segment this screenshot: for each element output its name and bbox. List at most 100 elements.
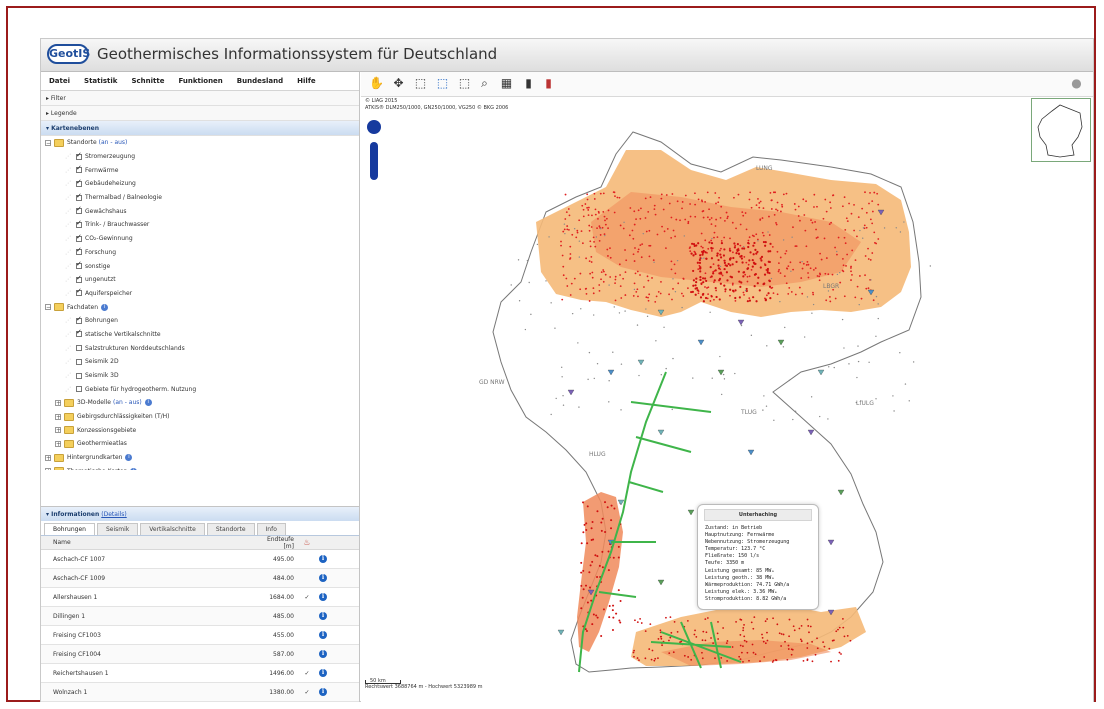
tree-item-standort[interactable]: ⋰Fernwärme — [41, 163, 359, 177]
site-marker-icon[interactable] — [617, 499, 625, 506]
site-marker-icon[interactable] — [637, 359, 645, 366]
filter-panel-header[interactable]: ▸ Filter — [41, 91, 359, 106]
info-icon[interactable]: i — [319, 631, 327, 639]
column-depth[interactable]: Endteufe [m] — [266, 535, 294, 550]
info-icon[interactable]: i — [319, 688, 327, 696]
tree-item-fachdaten[interactable]: ⋰Seismik 2D — [41, 355, 359, 369]
site-marker-icon[interactable] — [657, 429, 665, 436]
layers-panel-header[interactable]: ▾ Kartenebenen — [41, 121, 359, 136]
tree-item-fachdaten[interactable]: ⋰Seismik 3D — [41, 369, 359, 383]
menu-statistik[interactable]: Statistik — [84, 77, 118, 85]
checkbox[interactable] — [76, 151, 82, 160]
collapse-icon[interactable]: − — [45, 304, 52, 312]
site-marker-icon[interactable] — [657, 309, 665, 316]
tree-item-standort[interactable]: ⋰Thermalbad / Balneologie — [41, 191, 359, 205]
checkbox[interactable] — [76, 246, 82, 256]
checkbox[interactable] — [76, 315, 82, 324]
expand-icon[interactable]: + — [55, 440, 62, 448]
tree-node-group[interactable]: +Geothermieatlas — [41, 437, 359, 451]
site-marker-icon[interactable] — [697, 339, 705, 346]
info-select-icon[interactable]: ⬚ — [436, 76, 449, 90]
site-marker-icon[interactable] — [687, 509, 695, 516]
menu-bundesland[interactable]: Bundesland — [236, 77, 284, 85]
site-marker-icon[interactable] — [587, 589, 595, 596]
info-panel-header[interactable]: ▾ Informationen (Details) — [41, 507, 359, 521]
site-marker-icon[interactable] — [817, 369, 825, 376]
info-icon[interactable]: i — [319, 593, 327, 601]
standorte-toggle-link[interactable]: (an - aus) — [98, 139, 128, 147]
move-arrows-icon[interactable]: ✥ — [393, 76, 404, 90]
info-icon[interactable]: i — [319, 555, 327, 563]
select-rect-icon[interactable]: ⬚ — [414, 76, 427, 90]
expand-icon[interactable]: + — [45, 468, 51, 470]
site-marker-icon[interactable] — [747, 449, 755, 456]
tree-node-standorte[interactable]: − Standorte(an - aus) — [45, 138, 128, 147]
checkbox[interactable] — [76, 205, 82, 215]
menu-funktionen[interactable]: Funktionen — [178, 77, 223, 85]
column-name[interactable]: Name — [53, 539, 71, 546]
tree-item-fachdaten[interactable]: ⋰Gebiete für hydrogeotherm. Nutzung — [41, 382, 359, 396]
checkbox[interactable] — [76, 328, 82, 338]
tab-seismik[interactable]: Seismik — [96, 523, 139, 535]
checkbox[interactable] — [76, 345, 82, 352]
site-marker-icon[interactable] — [557, 629, 565, 636]
tree-item-standort[interactable]: ⋰Gebäudeheizung — [41, 177, 359, 191]
tree-item-standort[interactable]: ⋰Trink- / Brauchwasser — [41, 218, 359, 232]
checkbox[interactable] — [76, 287, 82, 297]
site-marker-icon[interactable] — [827, 609, 835, 616]
info-icon[interactable]: i — [319, 669, 327, 677]
tab-vertikalschnitte[interactable]: Vertikalschnitte — [140, 523, 205, 535]
menu-hilfe[interactable]: Hilfe — [297, 77, 316, 85]
site-marker-icon[interactable] — [777, 339, 785, 346]
checkbox[interactable] — [76, 164, 82, 174]
tree-item-standort[interactable]: ⋰ungenutzt — [41, 273, 359, 287]
site-marker-icon[interactable] — [827, 539, 835, 546]
pan-control-icon[interactable] — [367, 120, 381, 134]
checkbox[interactable] — [76, 274, 82, 283]
checkbox[interactable] — [76, 219, 82, 228]
tree-item-standort[interactable]: ⋰Gewächshaus — [41, 204, 359, 218]
site-marker-icon[interactable] — [567, 389, 575, 396]
tab-info[interactable]: Info — [256, 523, 286, 535]
tree-item-standort[interactable]: ⋰Aquiferspeicher — [41, 287, 359, 301]
statistics-chart-red-icon[interactable]: ▮ — [545, 76, 552, 90]
info-icon[interactable]: i — [101, 303, 109, 311]
info-icon[interactable]: i — [319, 612, 327, 620]
statistics-chart-icon[interactable]: ▮ — [525, 76, 532, 90]
user-icon[interactable]: ● — [1071, 76, 1082, 90]
table-icon[interactable]: ▦ — [500, 76, 513, 90]
site-marker-icon[interactable] — [877, 209, 885, 216]
site-marker-icon[interactable] — [657, 579, 665, 586]
info-icon[interactable]: i — [125, 454, 133, 462]
pan-hand-icon[interactable]: ✋ — [369, 76, 384, 90]
tree-node-root[interactable]: +Thematische Karteni — [41, 465, 359, 470]
tree-node-group[interactable]: +3D-Modelle(an - aus)i — [41, 396, 359, 410]
site-marker-icon[interactable] — [607, 369, 615, 376]
tree-item-fachdaten[interactable]: ⋰Salzstrukturen Norddeutschlands — [41, 341, 359, 355]
zoom-slider[interactable] — [370, 142, 378, 180]
info-icon[interactable]: i — [144, 399, 152, 407]
checkbox[interactable] — [76, 386, 82, 393]
tab-standorte[interactable]: Standorte — [206, 523, 255, 535]
tree-item-fachdaten[interactable]: ⋰Bohrungen — [41, 314, 359, 328]
overview-map[interactable] — [1031, 98, 1091, 162]
checkbox[interactable] — [76, 233, 82, 242]
tree-item-standort[interactable]: ⋰Stromerzeugung — [41, 150, 359, 164]
tree-item-fachdaten[interactable]: ⋰statische Vertikalschnitte — [41, 328, 359, 342]
expand-icon[interactable]: + — [45, 454, 52, 462]
checkbox[interactable] — [76, 372, 82, 379]
tree-node-group[interactable]: +Konzessionsgebiete — [41, 423, 359, 437]
site-marker-icon[interactable] — [807, 429, 815, 436]
site-marker-icon[interactable] — [737, 319, 745, 326]
tree-item-standort[interactable]: ⋰CO₂-Gewinnung — [41, 232, 359, 246]
toggle-link[interactable]: (an - aus) — [112, 399, 142, 407]
checkbox[interactable] — [76, 358, 82, 365]
